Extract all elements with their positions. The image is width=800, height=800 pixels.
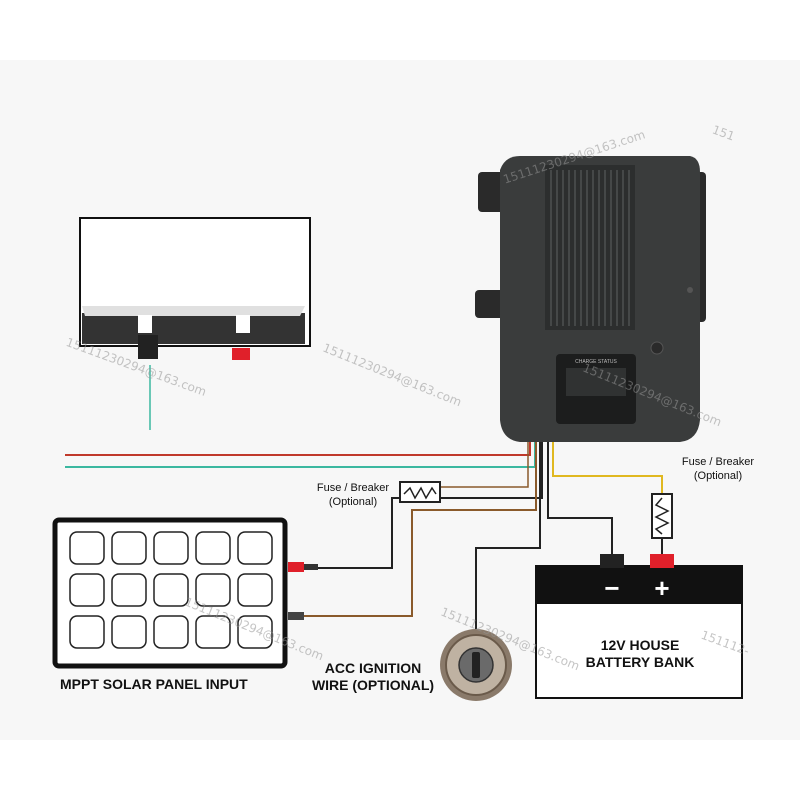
solar-panel	[52, 517, 318, 669]
dc-dc-charger: CHARGE STATUS	[475, 156, 706, 442]
battery-label-line2: BATTERY BANK	[585, 654, 695, 670]
solar-input-label: MPPT SOLAR PANEL INPUT	[60, 676, 248, 692]
closeup-positive-terminal	[232, 348, 250, 360]
fuse-left-label: Fuse / Breaker (Optional)	[298, 481, 408, 509]
solar-negative-connector	[288, 612, 304, 620]
battery-negative-terminal	[600, 554, 624, 568]
fuse-right-label-line2: (Optional)	[693, 470, 743, 482]
ignition-switch-icon	[440, 629, 512, 701]
fuse-right-label: Fuse / Breaker (Optional)	[668, 455, 768, 483]
fuse-right-label-line1: Fuse / Breaker	[681, 456, 755, 468]
battery-label-line1: 12V HOUSE	[600, 637, 680, 653]
solar-pos-wire-2	[305, 497, 400, 569]
fuse-left-label-line2: (Optional)	[328, 496, 378, 508]
solar-positive-connector	[288, 562, 304, 572]
acc-wire	[475, 440, 541, 640]
closeup-negative-terminal	[138, 335, 158, 359]
battery-plus-sign: +	[654, 573, 669, 603]
battery-neg-wire	[547, 440, 613, 558]
battery-label: 12V HOUSE BATTERY BANK	[560, 637, 720, 671]
acc-label: ACC IGNITION WIRE (OPTIONAL)	[298, 660, 448, 694]
fuse-left-label-line1: Fuse / Breaker	[316, 482, 390, 494]
fuse-left	[399, 481, 441, 503]
solar-closeup	[79, 217, 311, 360]
battery-positive-terminal	[650, 554, 674, 568]
battery-pos-wire	[552, 440, 663, 494]
solar-brown-wire	[400, 440, 529, 488]
battery-bank: − +	[535, 554, 743, 699]
acc-label-line2: WIRE (OPTIONAL)	[311, 677, 435, 693]
fuse-right	[651, 493, 673, 539]
battery-minus-sign: −	[604, 573, 619, 603]
solar-pos-wire	[440, 440, 543, 499]
charger-display-label: CHARGE STATUS	[575, 359, 617, 365]
acc-label-line1: ACC IGNITION	[324, 660, 422, 676]
solar-neg-wire	[295, 440, 537, 617]
